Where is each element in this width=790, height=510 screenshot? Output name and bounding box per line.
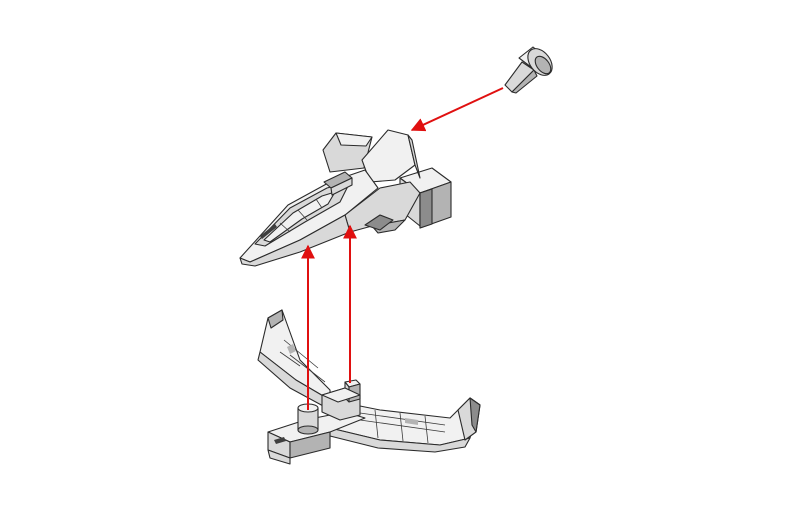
arrow-nose-to-body <box>410 87 504 132</box>
nose-cone-part <box>504 46 553 94</box>
assembly-arrows <box>301 87 504 410</box>
wing-base-part <box>257 309 481 465</box>
cockpit-body-part <box>239 129 452 267</box>
